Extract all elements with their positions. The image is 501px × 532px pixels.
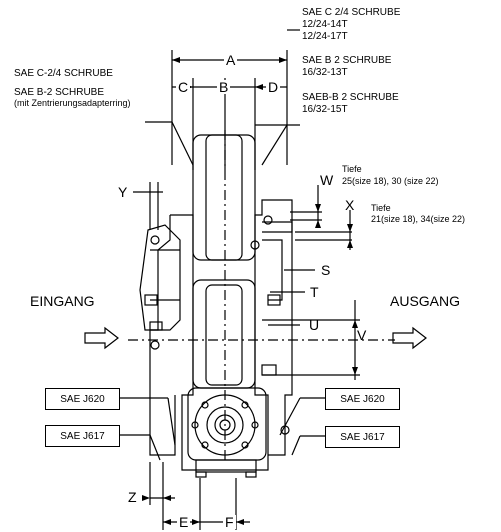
dim-v: V <box>357 327 367 343</box>
spec-top-right-1: SAE C 2/4 SCHRUBE <box>302 7 401 18</box>
tiefe-w-title: Tiefe <box>342 164 362 174</box>
tiefe-x-title: Tiefe <box>371 203 391 213</box>
spec-left-b: SAE B-2 SCHRUBE <box>14 87 105 98</box>
tiefe-x-value: 21(size 18), 34(size 22) <box>371 214 466 224</box>
input-label: EINGANG <box>30 293 95 309</box>
dim-a: A <box>224 52 238 68</box>
output-label: AUSGANG <box>390 293 461 309</box>
spec-sae-b2-2: 16/32-13T <box>302 67 348 78</box>
spec-saeb-b2-1: SAEB-B 2 SCHRUBE <box>302 92 399 103</box>
dim-f: F <box>223 514 236 530</box>
dim-w: W <box>320 172 334 188</box>
spec-top-right-3: 12/24-17T <box>302 31 348 42</box>
dim-y: Y <box>118 184 128 200</box>
spec-sae-b2-1: SAE B 2 SCHRUBE <box>302 55 392 66</box>
sae-j617-left-box: SAE J617 <box>45 425 120 447</box>
spec-left-b-note: (mit Zentrierungsadapterring) <box>14 98 131 108</box>
dim-x: X <box>345 197 355 213</box>
sae-j617-right-box: SAE J617 <box>325 426 400 448</box>
spec-left-c: SAE C-2/4 SCHRUBE <box>14 68 113 79</box>
sae-j620-right-box: SAE J620 <box>325 388 400 410</box>
dim-b: B <box>217 79 231 95</box>
spec-saeb-b2-2: 16/32-15T <box>302 104 348 115</box>
dim-z: Z <box>128 489 137 505</box>
dim-d: D <box>266 79 281 95</box>
dim-u: U <box>309 317 320 333</box>
spec-top-right-2: 12/24-14T <box>302 19 348 30</box>
dim-s: S <box>321 262 331 278</box>
dim-t: T <box>310 284 319 300</box>
sae-j620-left-box: SAE J620 <box>45 388 120 410</box>
tiefe-w-value: 25(size 18), 30 (size 22) <box>342 176 439 186</box>
dim-e: E <box>177 514 191 530</box>
dim-c: C <box>176 79 191 95</box>
